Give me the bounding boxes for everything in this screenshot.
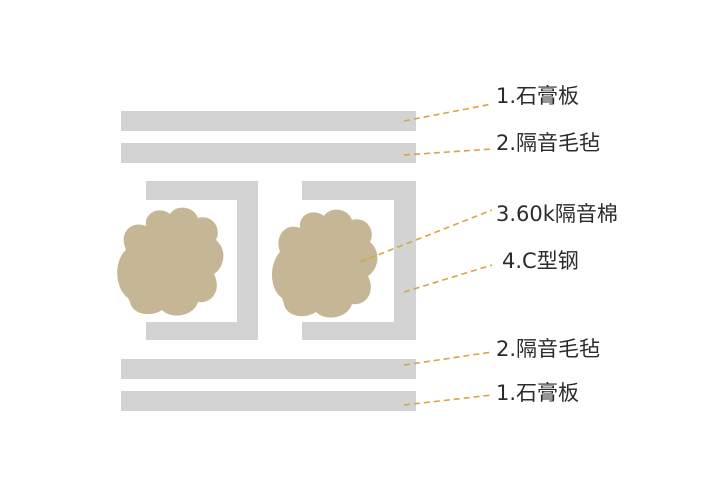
- label-felt-bottom: 2.隔音毛毡: [496, 337, 601, 361]
- label-plasterboard-top: 1.石膏板: [496, 84, 580, 108]
- leader-felt-bottom: [403, 351, 493, 366]
- label-steel: 4.C型钢: [502, 249, 579, 273]
- plasterboard-top: [121, 111, 416, 131]
- leader-plasterboard-top: [403, 103, 493, 122]
- leader-cotton: [359, 209, 493, 263]
- insulation-blob-right: [272, 209, 378, 318]
- c-channel-left: [146, 181, 258, 340]
- leader-plasterboard-bottom: [403, 394, 493, 406]
- c-channel-right: [302, 181, 416, 340]
- label-felt-top: 2.隔音毛毡: [496, 131, 601, 155]
- leader-steel: [403, 264, 493, 293]
- leader-felt-top: [403, 148, 493, 156]
- label-cotton: 3.60k隔音棉: [496, 202, 618, 226]
- felt-bottom: [121, 359, 416, 379]
- label-plasterboard-bottom: 1.石膏板: [496, 381, 580, 405]
- felt-top: [121, 143, 416, 163]
- insulation-blob-left: [117, 207, 224, 316]
- plasterboard-bottom: [121, 391, 416, 411]
